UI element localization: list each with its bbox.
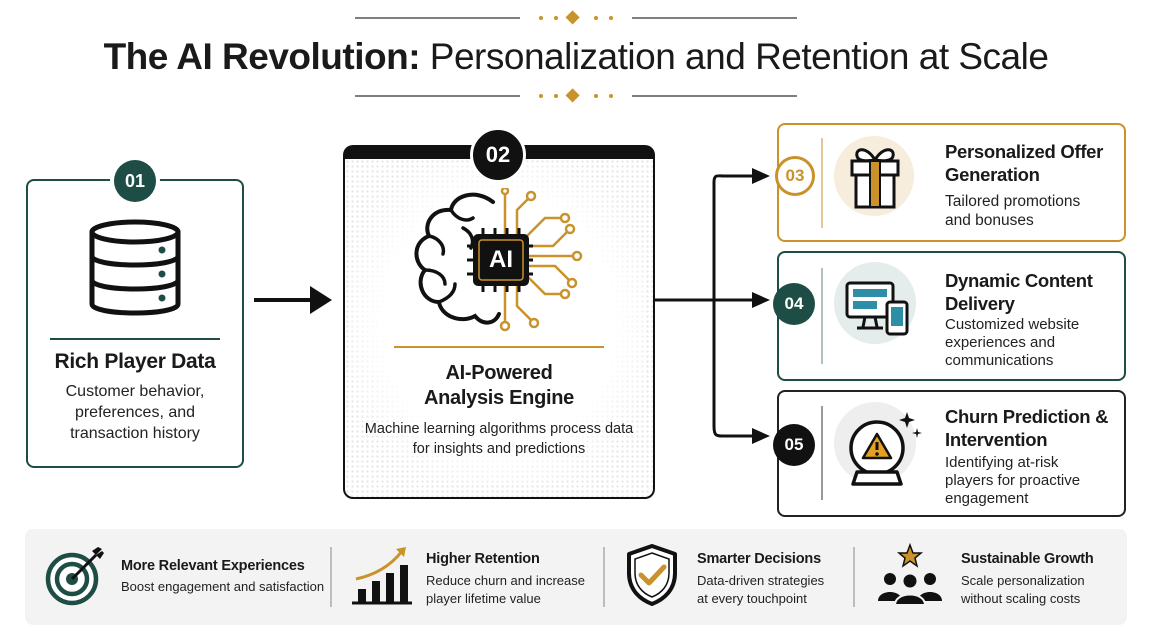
page-title: The AI Revolution: Personalization and R… <box>0 34 1152 80</box>
card5-separator <box>821 406 823 500</box>
benefit-divider <box>603 547 605 607</box>
benefit-description-line2: at every touchpoint <box>697 591 807 606</box>
step-title: Personalized Offer Generation <box>945 140 1103 186</box>
card3-separator <box>821 138 823 228</box>
step-title-line2: Generation <box>945 164 1040 185</box>
step-description: Tailored promotions and bonuses <box>945 192 1080 230</box>
benefit-title: Sustainable Growth <box>961 551 1094 567</box>
benefit-description: Scale personalization without scaling co… <box>961 572 1085 608</box>
flow-arrow <box>254 286 332 314</box>
card4-separator <box>821 268 823 364</box>
step-title-line1: AI-Powered <box>445 362 553 384</box>
step-badge-01: 01 <box>114 160 156 202</box>
branch-connector <box>654 168 770 444</box>
step-description-line1: Identifying at-risk <box>945 454 1059 471</box>
step-description-line1: Customized website <box>945 316 1080 333</box>
step-description-line3: engagement <box>945 490 1029 507</box>
step-description-line2: players for proactive <box>945 472 1081 489</box>
ai-brain-chip-icon <box>414 188 583 332</box>
step-title-line2: Intervention <box>945 429 1048 450</box>
card2-highlight <box>352 162 646 482</box>
benefits-band <box>25 529 1127 625</box>
benefit-divider <box>853 547 855 607</box>
step-description-line3: communications <box>945 352 1054 369</box>
benefit-description-line1: Data-driven strategies <box>697 573 825 588</box>
step-description: Identifying at-risk players for proactiv… <box>945 454 1080 508</box>
step-badge-03: 03 <box>775 156 815 196</box>
benefit-title: Smarter Decisions <box>697 551 821 567</box>
step-title-line1: Churn Prediction & <box>945 406 1109 427</box>
gift-icon <box>850 148 900 209</box>
step-title-line2: Delivery <box>945 293 1015 314</box>
benefit-description-line1: Scale personalization <box>961 573 1085 588</box>
growth-chart-icon <box>352 547 412 605</box>
step-description: Customer behavior, preferences, and tran… <box>65 383 205 442</box>
benefit-title: Higher Retention <box>426 551 540 567</box>
card1-divider <box>50 338 220 340</box>
step-badge-04: 04 <box>773 283 815 325</box>
benefit-description: Data-driven strategies at every touchpoi… <box>697 572 824 608</box>
step-badge-05: 05 <box>773 424 815 466</box>
step-description-line2: and bonuses <box>945 212 1034 229</box>
step-title-line1: Personalized Offer <box>945 141 1104 162</box>
shield-check-icon <box>627 544 677 606</box>
ai-chip-label: AI <box>489 246 513 273</box>
step-description-line2: experiences and <box>945 334 1056 351</box>
benefit-title: More Relevant Experiences <box>121 558 305 574</box>
step-title-line2: Analysis Engine <box>424 387 574 409</box>
step-title: Rich Player Data <box>54 350 216 373</box>
step-title: AI-Powered Analysis Engine <box>343 361 655 411</box>
step-title-line1: Dynamic Content <box>945 270 1093 291</box>
benefit-description: Boost engagement and satisfaction <box>121 579 325 594</box>
database-icon <box>89 219 181 316</box>
devices-icon <box>845 281 909 336</box>
benefit-divider <box>330 547 332 607</box>
step-title: Dynamic Content Delivery <box>945 269 1093 315</box>
step-description-line1: Tailored promotions <box>945 193 1081 210</box>
step-description: Machine learning algorithms process data… <box>364 421 634 457</box>
card2-divider <box>394 346 604 348</box>
title-ornament-bottom <box>355 88 797 103</box>
benefit-description-line2: player lifetime value <box>426 591 541 606</box>
title-bold: The AI Revolution: <box>103 36 421 77</box>
step-description: Customized website experiences and commu… <box>945 316 1079 370</box>
target-icon <box>45 547 104 606</box>
benefit-description-line2: without scaling costs <box>961 591 1081 606</box>
benefit-description-line1: Reduce churn and increase <box>426 573 585 588</box>
benefit-description: Reduce churn and increase player lifetim… <box>426 572 585 608</box>
step-badge-02: 02 <box>470 127 526 183</box>
title-ornament-top <box>355 10 797 25</box>
team-star-icon <box>878 543 942 606</box>
crystal-ball-warning-icon <box>849 412 922 486</box>
step-title: Churn Prediction & Intervention <box>945 405 1108 451</box>
title-light: Personalization and Retention at Scale <box>429 36 1049 77</box>
